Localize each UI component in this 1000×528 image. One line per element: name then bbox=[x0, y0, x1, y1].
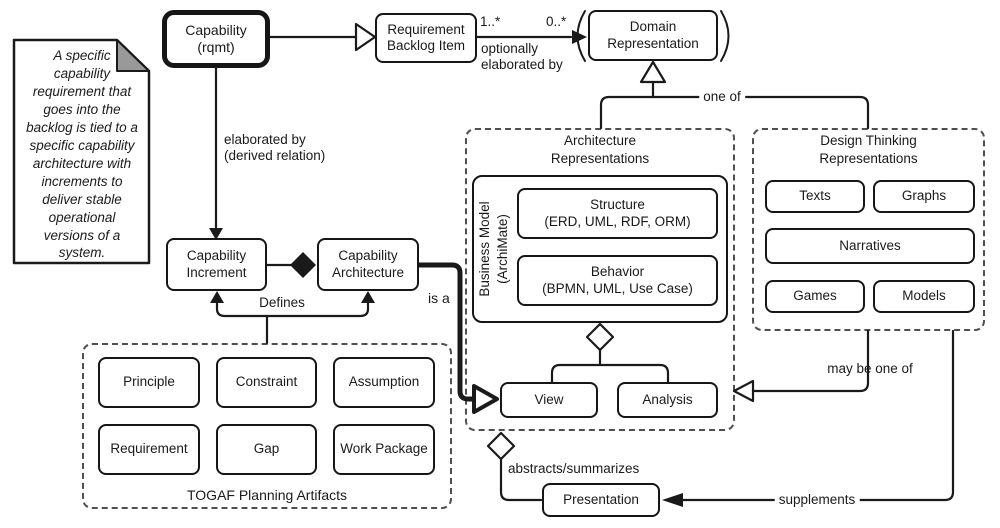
label-defines: Defines bbox=[259, 295, 305, 310]
edge-abstracts bbox=[499, 457, 543, 502]
label-abstracts-summarizes: abstracts/summarizes bbox=[508, 461, 640, 476]
node-analysis: Analysis bbox=[617, 382, 718, 418]
node-capability-architecture: Capability Architecture bbox=[317, 238, 419, 291]
design-thinking-title: Design Thinking Representations bbox=[819, 133, 918, 166]
edge-bm-branches bbox=[550, 363, 670, 384]
filled-arrowhead-defines-increment bbox=[210, 291, 224, 303]
note-fold-icon bbox=[116, 39, 150, 72]
design-thinking-group bbox=[752, 128, 985, 331]
filled-diamond-composition bbox=[290, 252, 316, 278]
node-capability-increment: Capability Increment bbox=[166, 238, 267, 291]
node-narratives: Narratives bbox=[765, 228, 975, 264]
node-graphs: Graphs bbox=[873, 180, 975, 213]
edge-supplements bbox=[681, 329, 955, 502]
node-texts: Texts bbox=[765, 180, 865, 213]
node-presentation: Presentation bbox=[542, 483, 660, 517]
thick-hollow-triangle-arrowhead-view bbox=[472, 384, 499, 414]
hollow-triangle-arrowhead-may-be bbox=[732, 379, 755, 403]
node-constraint: Constraint bbox=[216, 357, 317, 408]
edge-defines-branches bbox=[215, 300, 370, 318]
filled-arrowhead-increment bbox=[209, 228, 223, 240]
node-assumption: Assumption bbox=[333, 357, 435, 408]
edge-may-be-one-of bbox=[751, 329, 870, 393]
note-shape bbox=[12, 38, 151, 265]
label-one-of: one of bbox=[699, 89, 745, 105]
node-requirement-backlog-item: Requirement Backlog Item bbox=[375, 13, 477, 63]
node-principle: Principle bbox=[98, 357, 200, 408]
label-supplements: supplements bbox=[774, 492, 860, 508]
filled-arrowhead-domain bbox=[572, 30, 587, 44]
hollow-triangle-arrowhead-backlog bbox=[354, 22, 377, 52]
node-domain-representation: Domain Representation bbox=[588, 10, 718, 61]
note-text: A specific capability requirement that g… bbox=[26, 48, 138, 261]
node-capability: Capability (rqmt) bbox=[162, 10, 270, 68]
node-requirement: Requirement bbox=[98, 424, 200, 475]
filled-arrowhead-defines-architecture bbox=[361, 291, 375, 303]
right-parenthesis-shape bbox=[720, 10, 730, 62]
hollow-triangle-arrowhead-domain-gen bbox=[639, 60, 667, 84]
node-behavior: Behavior (BPMN, UML, Use Case) bbox=[517, 255, 718, 306]
architecture-representations-group bbox=[465, 128, 735, 431]
node-structure: Structure (ERD, UML, RDF, ORM) bbox=[517, 188, 718, 239]
node-models: Models bbox=[873, 280, 975, 313]
left-parenthesis-shape bbox=[576, 10, 586, 62]
togaf-title: TOGAF Planning Artifacts bbox=[186, 487, 348, 503]
edge-is-a bbox=[416, 262, 475, 402]
hollow-diamond-business-model bbox=[585, 322, 615, 352]
label-elaborated-by: elaborated by (derived relation) bbox=[224, 132, 326, 163]
node-work-package: Work Package bbox=[333, 424, 435, 475]
node-games: Games bbox=[765, 280, 865, 313]
label-multiplicity-target: 0..* bbox=[546, 14, 567, 29]
label-multiplicity-source: 1..* bbox=[480, 14, 501, 29]
label-is-a: is a bbox=[428, 290, 450, 306]
architecture-representations-title: Architecture Representations bbox=[550, 133, 650, 166]
node-view: View bbox=[500, 382, 598, 418]
label-may-be-one-of: may be one of bbox=[827, 361, 913, 376]
business-model-label: Business Model (ArchiMate) bbox=[477, 201, 511, 297]
node-gap: Gap bbox=[216, 424, 317, 475]
label-optionally-elaborated-by: optionally elaborated by bbox=[481, 41, 563, 72]
filled-arrowhead-presentation bbox=[662, 493, 683, 507]
hollow-diamond-abstracts bbox=[486, 431, 516, 461]
